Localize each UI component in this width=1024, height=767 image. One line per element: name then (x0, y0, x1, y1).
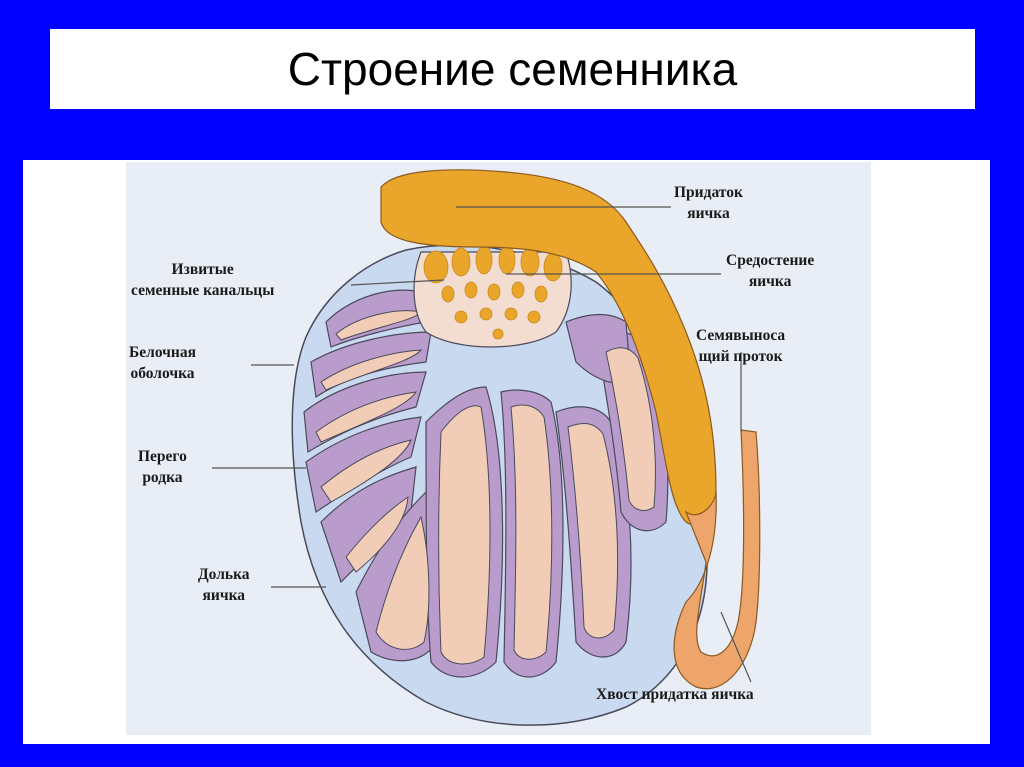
content-panel: Придаток яичка Средостение яичка Семявын… (23, 160, 990, 744)
testis-illustration (212, 169, 761, 726)
label-line: Семявыноса (696, 327, 786, 344)
label-line: родка (142, 469, 183, 486)
label-epididymis-tail: Хвост придатка яичка (596, 684, 754, 705)
label-line: Долька (198, 566, 250, 583)
label-line: оболочка (130, 365, 195, 382)
title-bar: Строение семенника (50, 29, 975, 109)
label-seminiferous-tubules: Извитые семенные канальцы (131, 259, 274, 301)
slide-title: Строение семенника (287, 43, 738, 95)
label-line: Придаток (674, 184, 743, 201)
label-tunica-albuginea: Белочная оболочка (129, 342, 196, 384)
label-line: Средостение (726, 252, 815, 269)
label-line: Перего (138, 448, 187, 465)
label-septa: Перего родка (138, 446, 187, 488)
label-line: яичка (748, 273, 792, 290)
label-line: яичка (687, 205, 730, 222)
label-line: щий проток (698, 348, 783, 365)
label-lobule: Долька яичка (198, 564, 250, 606)
label-line: семенные канальцы (131, 282, 275, 299)
label-mediastinum: Средостение яичка (726, 250, 814, 292)
label-epididymis: Придаток яичка (674, 182, 743, 224)
label-line: Хвост придатка яичка (596, 686, 754, 703)
label-line: Белочная (129, 344, 196, 361)
label-line: яичка (202, 587, 246, 604)
label-line: Извитые (171, 261, 234, 278)
epididymis-tail (673, 429, 761, 690)
testis-diagram: Придаток яичка Средостение яичка Семявын… (126, 162, 871, 735)
label-vas-deferens: Семявыноса щий проток (696, 325, 785, 367)
